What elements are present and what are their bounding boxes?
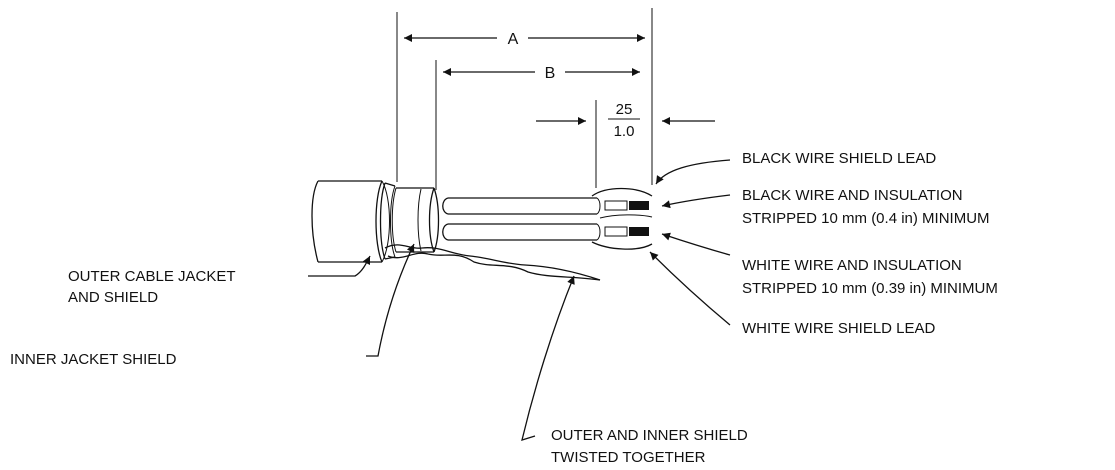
dimension-a-label: A [508, 31, 519, 48]
wire-shield-foils [591, 187, 653, 250]
inner-jacket [391, 187, 440, 253]
label-white-wire-shield-lead: WHITE WIRE SHIELD LEAD [742, 320, 936, 337]
leader-lines [308, 159, 731, 441]
label-inner-jacket-shield: INNER JACKET SHIELD [10, 351, 177, 368]
label-black-wire-line-2: STRIPPED 10 mm (0.4 in) MINIMUM [742, 210, 990, 227]
label-white-wire-line-1: WHITE WIRE AND INSULATION [742, 257, 962, 274]
label-outer-cable-jacket-line-1: OUTER CABLE JACKET [68, 268, 236, 285]
label-outer-cable-jacket-line-2: AND SHIELD [68, 289, 158, 306]
cable-drawing [311, 180, 653, 281]
extension-lines [396, 8, 653, 190]
label-twisted-line-2: TWISTED TOGETHER [551, 449, 706, 466]
black-wire [442, 197, 649, 215]
labels: BLACK WIRE SHIELD LEAD BLACK WIRE AND IN… [10, 150, 998, 466]
dimension-b-label: B [545, 65, 556, 82]
dimension-a: A [404, 31, 645, 48]
strip-length-denominator: 1.0 [614, 123, 635, 140]
label-black-wire-line-1: BLACK WIRE AND INSULATION [742, 187, 963, 204]
strip-length-numerator: 25 [616, 101, 633, 118]
outer-cable-jacket [311, 180, 390, 263]
dimension-b: B [443, 65, 640, 82]
twisted-shield-drain [384, 244, 601, 281]
white-wire [442, 223, 649, 241]
label-black-wire-shield-lead: BLACK WIRE SHIELD LEAD [742, 150, 936, 167]
outer-shield-band [379, 182, 396, 260]
label-white-wire-line-2: STRIPPED 10 mm (0.39 in) MINIMUM [742, 280, 998, 297]
label-twisted-line-1: OUTER AND INNER SHIELD [551, 427, 748, 444]
strip-length-dimension: 25 1.0 [536, 101, 715, 140]
